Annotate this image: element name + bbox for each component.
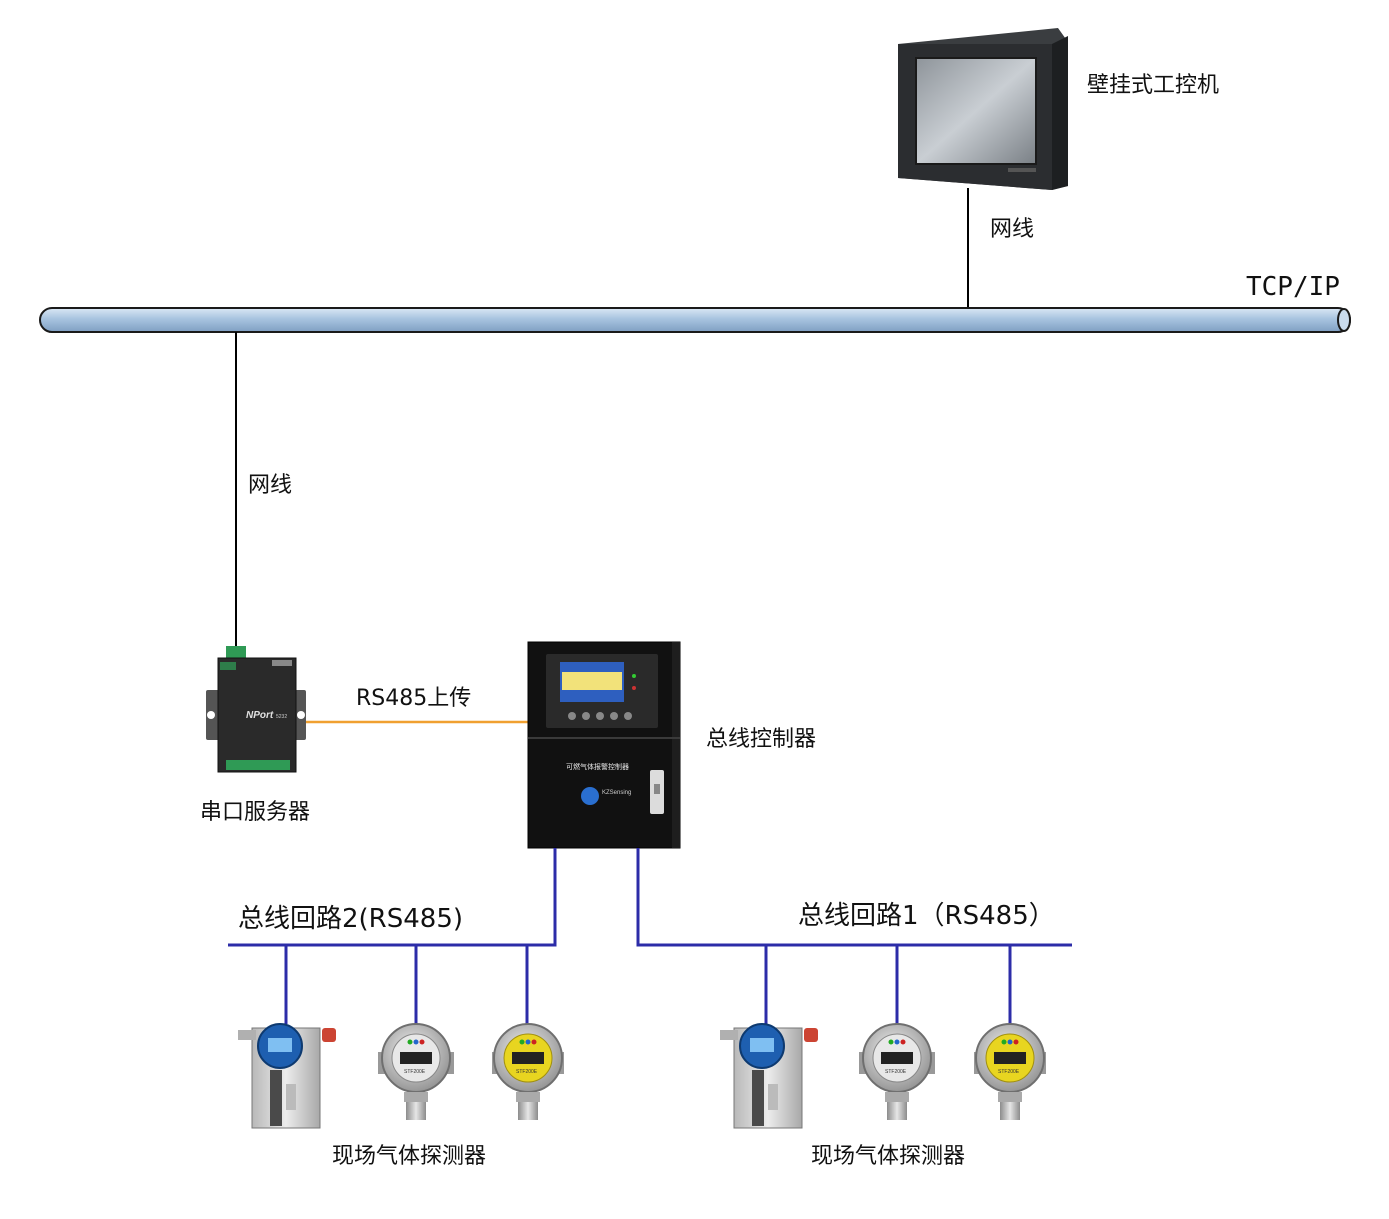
detector-model-text: STF200E: [885, 1069, 907, 1075]
controller-brand-text: KZSensing: [602, 790, 631, 796]
bus-controller-device: 可燃气体报警控制器 KZSensing: [527, 641, 681, 849]
net-cable-top-label: 网线: [990, 217, 1035, 242]
bus-controller-label: 总线控制器: [706, 727, 817, 752]
serial-server-label: 串口服务器: [200, 800, 311, 825]
detector-silver-left: STF200E: [378, 1023, 454, 1120]
serial-server-device: NPort 5232: [206, 646, 306, 773]
detector-model-text: STF200E: [516, 1069, 538, 1075]
detector-yellow-left: STF200E: [492, 1023, 564, 1120]
nport-brand-text: NPort: [246, 710, 274, 721]
detector-yellow-right: STF200E: [974, 1023, 1046, 1120]
detector-boxed-right: [720, 1023, 818, 1129]
tcpip-backbone: [39, 307, 1351, 333]
bus-loop-2: [228, 848, 557, 1024]
tcpip-label: TCP/IP: [1246, 272, 1340, 302]
detector-silver-right: STF200E: [859, 1023, 935, 1120]
controller-title-text: 可燃气体报警控制器: [566, 762, 629, 771]
detector-model-text: STF200E: [404, 1069, 426, 1075]
bus-loop-1-label: 总线回路1（RS485）: [798, 901, 1055, 931]
detector-boxed-left: [238, 1023, 336, 1129]
bus-loop-2-label: 总线回路2(RS485): [238, 904, 464, 934]
panel-pc: [898, 28, 1068, 190]
rs485-upload-label: RS485上传: [356, 686, 472, 711]
field-detectors-left-label: 现场气体探测器: [332, 1144, 487, 1169]
panel-pc-label: 壁挂式工控机: [1087, 73, 1220, 98]
bus-loop-1: [636, 848, 1072, 1024]
net-cable-left-label: 网线: [248, 473, 293, 498]
nport-model-text: 5232: [276, 714, 287, 720]
field-detectors-right-label: 现场气体探测器: [811, 1144, 966, 1169]
detector-model-text: STF200E: [998, 1069, 1020, 1075]
